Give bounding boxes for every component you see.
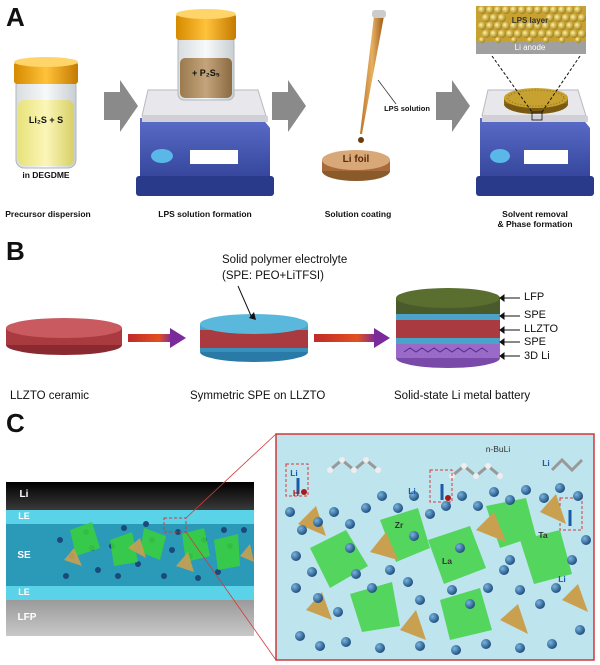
li-label-3: Li — [542, 458, 550, 468]
process-arrow-b2 — [314, 328, 390, 348]
layer-le-top: LE — [18, 511, 30, 521]
magnified-interface — [275, 433, 595, 661]
symmetric-spe-disc — [200, 314, 308, 362]
stack-label-3d-li: 3D Li — [524, 350, 550, 362]
lps-layer-inset — [476, 6, 586, 54]
stack-label-llzto: LLZTO — [524, 323, 559, 335]
li-label-2: Li — [408, 486, 416, 496]
solvent-label: in DEGDME — [22, 170, 70, 180]
beaker-contents-label: + P₂S₅ — [192, 68, 220, 78]
layer-le-bottom: LE — [18, 587, 30, 597]
layer-li: Li — [19, 489, 29, 500]
lps-layer-label: LPS layer — [511, 16, 549, 25]
caption-phase-formation: & Phase formation — [497, 219, 573, 229]
stack-pointers — [499, 294, 520, 360]
li-foil — [322, 150, 390, 181]
hotplate-1 — [136, 89, 274, 196]
panel-letter-b: B — [6, 236, 25, 266]
la-label: La — [442, 556, 452, 566]
cell-cross-section — [6, 433, 277, 661]
battery-stack — [396, 288, 500, 368]
spe-title-line2: (SPE: PEO+LiTFSI) — [222, 270, 324, 282]
stack-label-spe-top: SPE — [524, 309, 547, 321]
llzto-ceramic-disc — [6, 318, 122, 355]
caption-lps-formation: LPS solution formation — [158, 209, 252, 219]
zr-label: Zr — [394, 520, 404, 530]
layer-lfp: LFP — [17, 612, 37, 623]
process-arrow-1 — [104, 80, 138, 132]
li-label-1: Li — [290, 468, 298, 478]
li-label-4: Li — [558, 574, 566, 584]
caption-precursor: Precursor dispersion — [5, 209, 91, 219]
process-arrow-b1 — [128, 328, 186, 348]
caption-symmetric-spe: Symmetric SPE on LLZTO — [190, 390, 326, 402]
process-arrow-2 — [272, 80, 306, 132]
panel-letter-c: C — [6, 408, 25, 438]
caption-solvent-removal: Solvent removal — [502, 209, 568, 219]
caption-llzto-ceramic: LLZTO ceramic — [10, 390, 90, 402]
hotplate-2 — [476, 55, 594, 196]
process-arrow-3 — [436, 80, 470, 132]
stack-label-spe-bottom: SPE — [524, 336, 547, 348]
li-foil-label: Li foil — [342, 154, 370, 165]
li-anode-label: Li anode — [514, 43, 546, 52]
ta-label: Ta — [538, 530, 548, 540]
h-label: H — [292, 488, 300, 498]
caption-battery: Solid-state Li metal battery — [394, 390, 531, 402]
spe-title-line1: Solid polymer electrolyte — [222, 254, 348, 266]
caption-solution-coating: Solution coating — [324, 209, 392, 219]
pipette — [358, 10, 397, 143]
nbuli-label: n-BuLi — [485, 444, 511, 454]
spe-callout-arrow — [237, 285, 256, 320]
vial-contents-label: Li₂S + S — [28, 115, 64, 125]
stack-label-lfp: LFP — [524, 291, 545, 303]
precursor-vial — [14, 57, 78, 169]
lps-solution-label: LPS solution — [384, 104, 430, 113]
panel-letter-a: A — [6, 2, 25, 32]
layer-se: SE — [17, 550, 31, 561]
reaction-beaker — [176, 9, 236, 101]
